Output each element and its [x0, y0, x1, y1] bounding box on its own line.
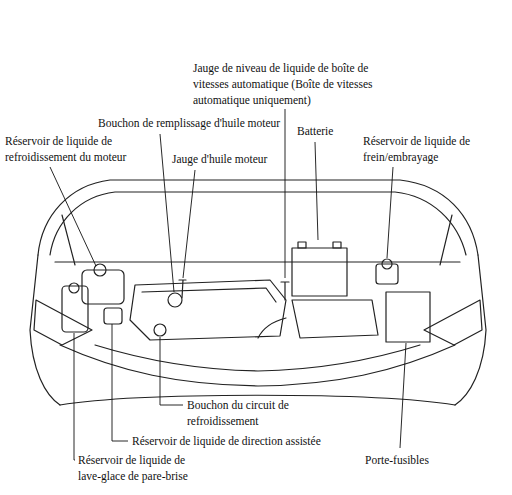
- grille: [95, 345, 420, 371]
- part-label: Réservoir de liquide de frein/embrayage: [363, 133, 488, 165]
- headlight: [34, 300, 92, 345]
- bumper: [60, 345, 455, 386]
- battery-terminal: [298, 242, 306, 248]
- brake-cap: [382, 259, 392, 269]
- leader-line: [160, 134, 174, 292]
- hood-outline: [38, 180, 478, 255]
- leader-line: [400, 343, 406, 448]
- battery-terminal: [333, 242, 341, 248]
- part-label: Réservoir de liquide de direction assist…: [132, 433, 321, 449]
- part-label: Réservoir de liquide de lave-glace de pa…: [78, 452, 203, 484]
- air-cleaner: [292, 300, 378, 338]
- leader-line: [160, 337, 183, 405]
- part-label: Réservoir de liquide de refroidissement …: [5, 133, 155, 165]
- leader-line: [112, 324, 128, 441]
- leader-line: [387, 167, 393, 258]
- part-label: Batterie: [297, 123, 333, 139]
- hood-strut: [440, 215, 452, 265]
- engine-detail: [142, 288, 276, 302]
- part-label: Jauge d'huile moteur: [172, 151, 267, 167]
- part-label: Porte-fusibles: [365, 452, 429, 468]
- brake-reservoir: [376, 264, 398, 284]
- intake-hose: [258, 318, 286, 338]
- part-label: Bouchon de remplissage d'huile moteur: [98, 115, 280, 131]
- leader-line: [183, 170, 195, 278]
- part-label: Jauge de niveau de liquide de boîte de v…: [193, 60, 388, 108]
- engine-cover: [130, 280, 286, 340]
- hood-inner: [50, 192, 466, 255]
- atf-dipstick: [281, 282, 289, 300]
- hood-strut: [62, 215, 75, 265]
- washer-cap: [69, 283, 79, 293]
- leader-line: [315, 142, 318, 240]
- bay-rim: [55, 261, 460, 262]
- radiator-cap: [154, 324, 166, 336]
- leader-line: [50, 167, 96, 266]
- leader-line: [74, 333, 75, 460]
- oil-dipstick: [179, 280, 186, 298]
- battery: [292, 248, 347, 296]
- fuse-box: [386, 292, 430, 342]
- oil-filler-cap: [168, 293, 182, 307]
- part-label: Bouchon du circuit de refroidissement: [187, 397, 289, 429]
- headlight: [424, 300, 482, 345]
- leader-line: [285, 109, 286, 278]
- steering-reservoir: [104, 308, 122, 324]
